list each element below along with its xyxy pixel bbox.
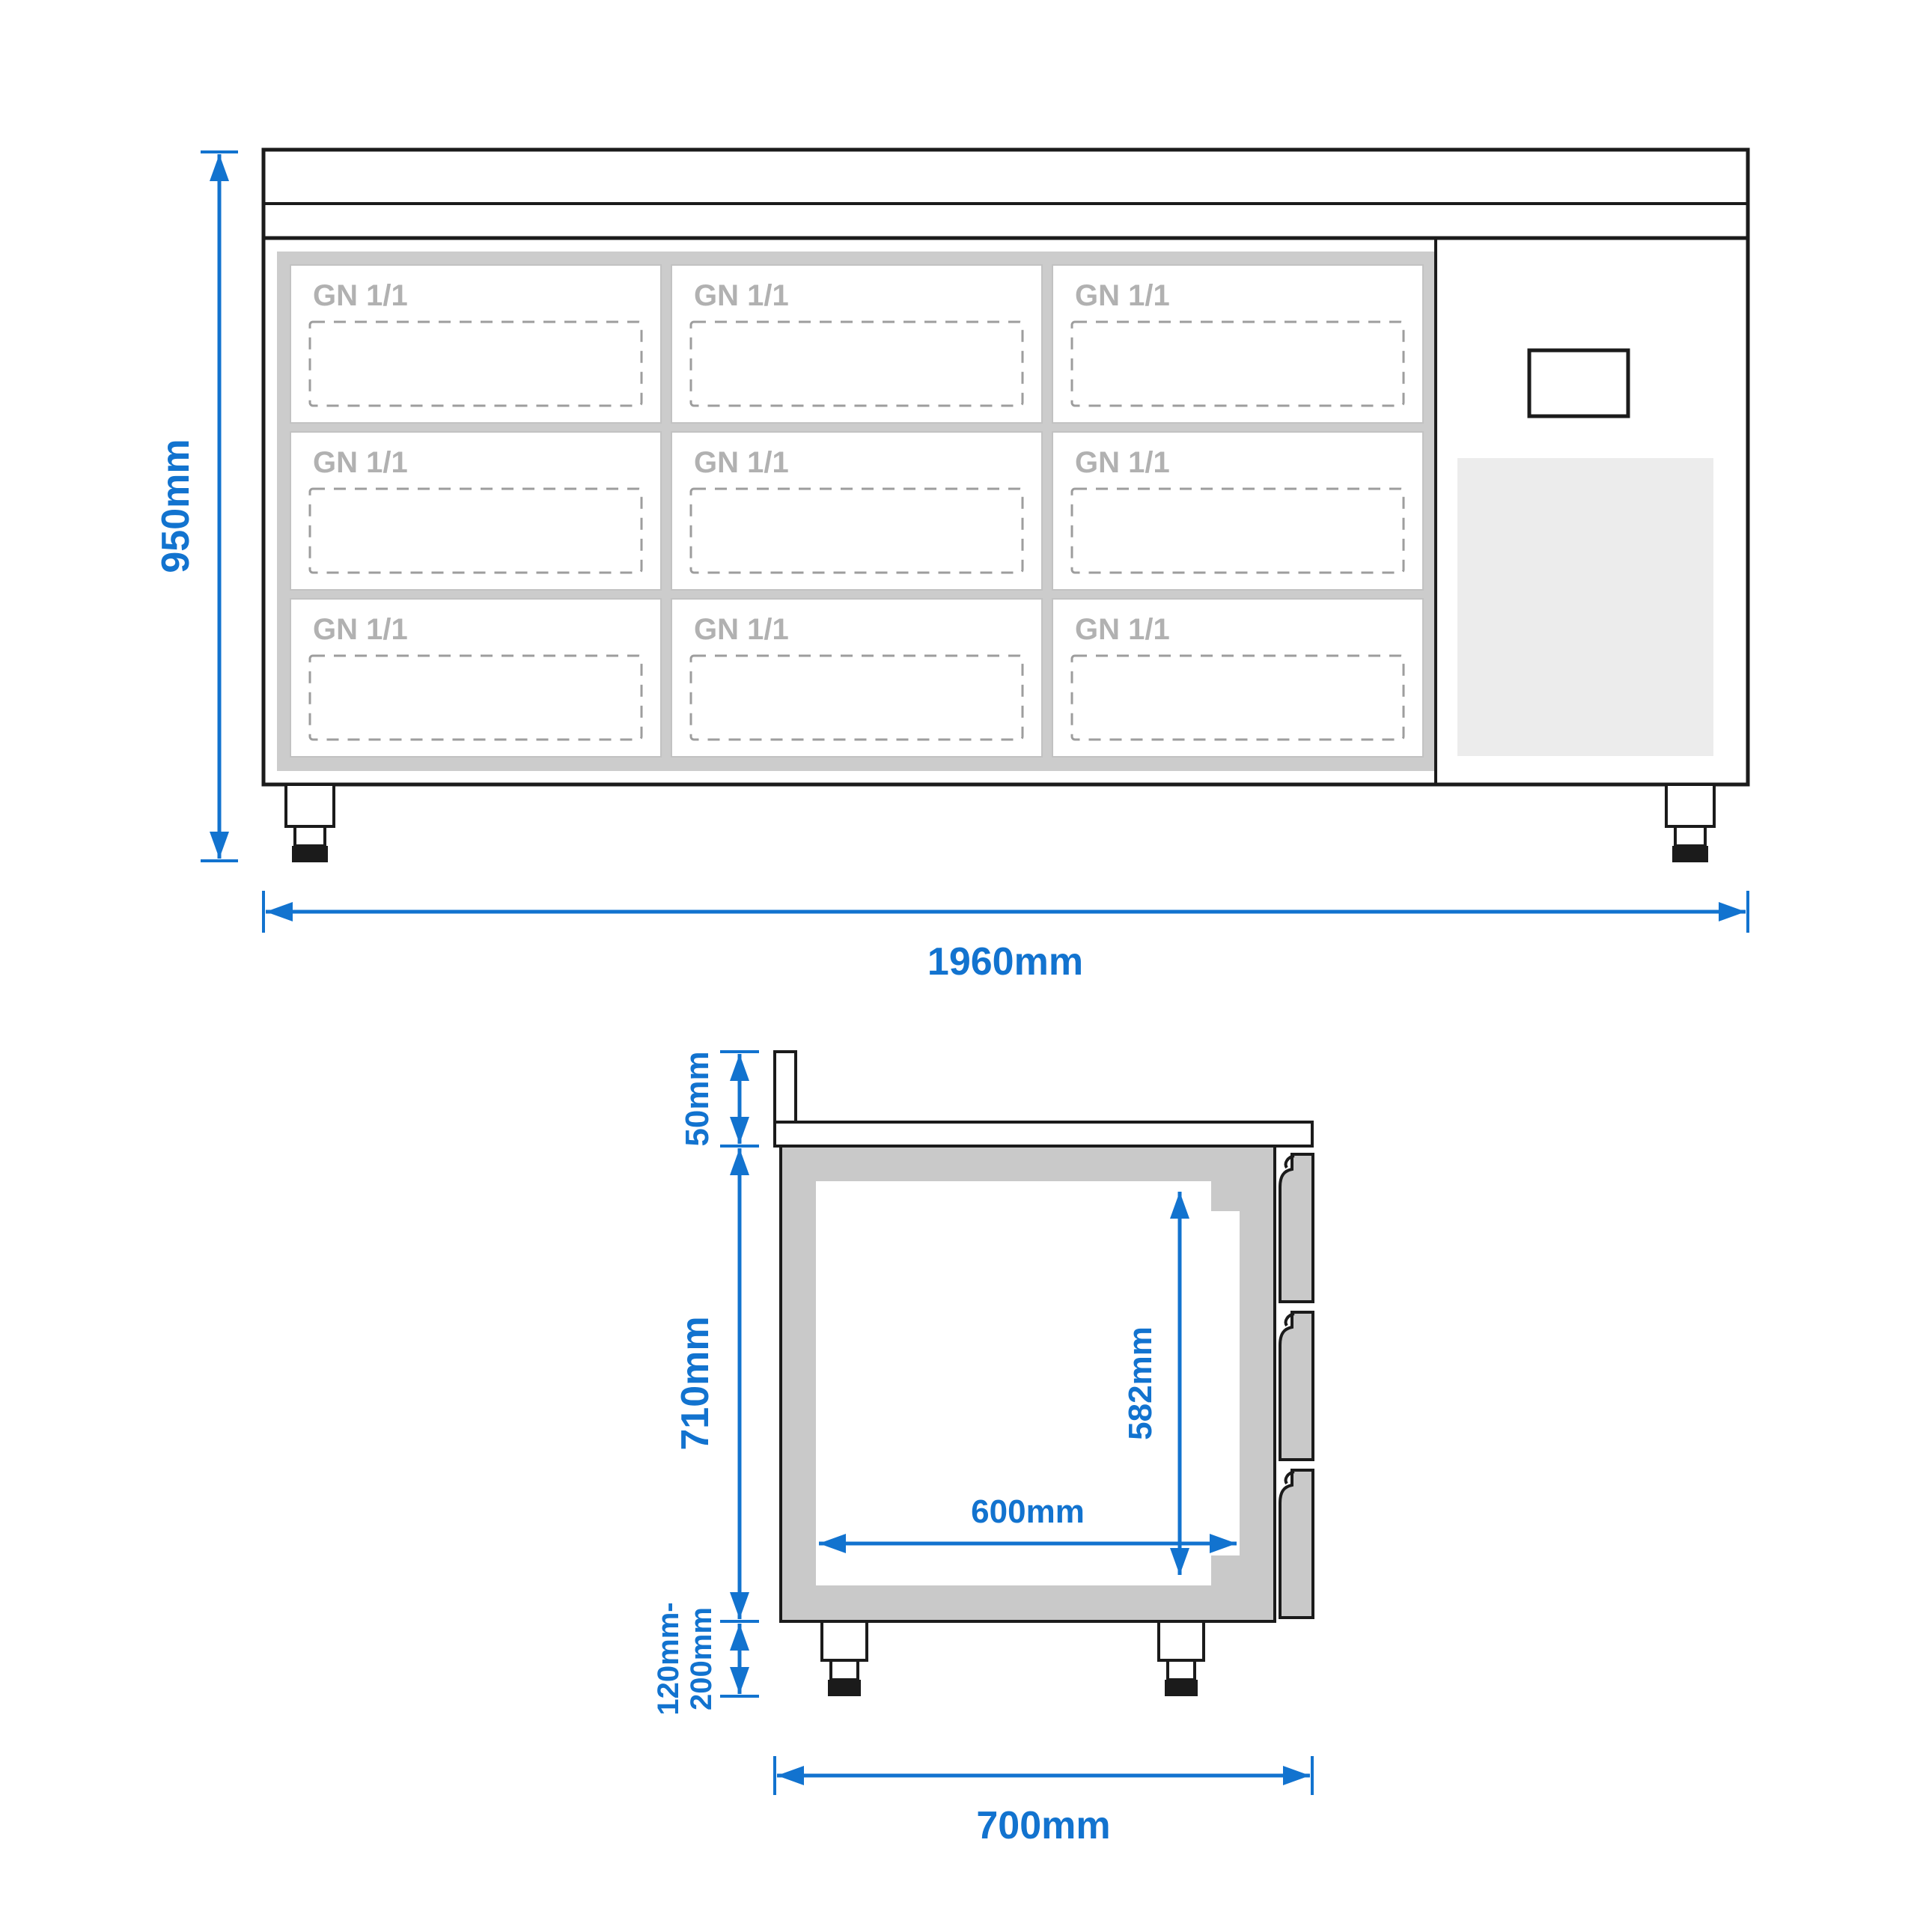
gn-size-label: GN 1/1 — [313, 446, 408, 479]
gn-size-label: GN 1/1 — [313, 279, 408, 312]
drawer-panel: GN 1/1 — [290, 431, 662, 591]
rail-step-bottom — [1211, 1555, 1240, 1585]
gn-pan-outline — [689, 320, 1024, 407]
gn-size-label: GN 1/1 — [694, 613, 789, 646]
foot-stem — [829, 1659, 859, 1681]
side-depth-dimension: 700mm — [773, 1756, 1314, 1847]
side-interior-width-dimension: 600mm — [819, 1493, 1237, 1553]
gn-pan-outline — [308, 487, 643, 574]
drawer-panel: GN 1/1 — [671, 598, 1043, 758]
drawer-face — [1052, 598, 1424, 758]
drawer-profile-2 — [1279, 1311, 1314, 1461]
side-worktop — [773, 1121, 1314, 1148]
gn-pan-outline — [1070, 320, 1405, 407]
side-left-foot — [820, 1620, 868, 1696]
gn-size-label: GN 1/1 — [1075, 446, 1170, 479]
drawer-panel: GN 1/1 — [1052, 431, 1424, 591]
drawer-face — [671, 431, 1043, 591]
drawer-panel: GN 1/1 — [290, 598, 662, 758]
dim-label-582: 582mm — [1122, 1326, 1159, 1440]
vent-panel — [1457, 458, 1713, 756]
dim-label-1960: 1960mm — [927, 940, 1083, 984]
upstand — [773, 1050, 797, 1124]
gn-pan-outline — [308, 320, 643, 407]
drawer-face — [290, 264, 662, 424]
drawer-panel: GN 1/1 — [290, 264, 662, 424]
gn-size-label: GN 1/1 — [1075, 279, 1170, 312]
foot-stem — [1166, 1659, 1196, 1681]
rail-step-top — [1211, 1181, 1240, 1211]
drawer-panel: GN 1/1 — [671, 431, 1043, 591]
gn-pan-outline — [689, 487, 1024, 574]
drawer-grip-1 — [1284, 1154, 1295, 1169]
drawer-face — [1052, 431, 1424, 591]
front-left-foot — [284, 783, 335, 862]
gn-size-label: GN 1/1 — [313, 613, 408, 646]
drawer-grip-2 — [1284, 1312, 1295, 1327]
drawer-grip-3 — [1284, 1470, 1295, 1485]
gn-pan-outline — [1070, 654, 1405, 741]
gn-pan-outline — [689, 654, 1024, 741]
drawer-face — [671, 598, 1043, 758]
drawer-face — [671, 264, 1043, 424]
side-interior — [816, 1181, 1240, 1585]
worktop — [261, 147, 1750, 240]
dim-label-feet-2: 200mm — [685, 1607, 718, 1710]
drawer-face — [290, 598, 662, 758]
gn-size-label: GN 1/1 — [694, 446, 789, 479]
side-feet-dimension: 120mm- 200mm — [652, 1602, 759, 1716]
front-height-dimension: 950mm — [154, 150, 238, 862]
drawer-profile-3 — [1279, 1469, 1314, 1619]
foot-base — [292, 846, 328, 862]
drawer-panel: GN 1/1 — [671, 264, 1043, 424]
dim-label-50: 50mm — [679, 1051, 716, 1146]
dim-label-feet-1: 120mm- — [652, 1602, 685, 1715]
dim-label-600: 600mm — [971, 1493, 1085, 1530]
gn-pan-outline — [1070, 487, 1405, 574]
dim-label-700: 700mm — [976, 1804, 1110, 1847]
drawer-profile-1 — [1279, 1153, 1314, 1303]
foot-upper — [1665, 783, 1716, 828]
foot-base — [828, 1680, 861, 1696]
control-display — [1527, 348, 1630, 418]
foot-upper — [1157, 1620, 1205, 1662]
gn-size-label: GN 1/1 — [694, 279, 789, 312]
side-interior-height-dimension: 582mm — [1122, 1192, 1189, 1575]
drawer-face — [1052, 264, 1424, 424]
drawer-face — [290, 431, 662, 591]
front-right-foot — [1665, 783, 1716, 862]
drawer-front-profiles — [1279, 1153, 1314, 1619]
foot-base — [1672, 846, 1708, 862]
dim-label-710: 710mm — [674, 1316, 717, 1450]
side-view: 50mm 710mm 120mm- 200mm 582mm 600mm — [652, 1050, 1314, 1847]
front-width-dimension: 1960mm — [262, 891, 1749, 984]
side-worktop-dimension: 50mm — [679, 1050, 759, 1148]
side-body-dimension: 710mm — [674, 1148, 759, 1623]
foot-stem — [293, 825, 326, 847]
dim-label-950: 950mm — [154, 439, 198, 573]
drawer-panel: GN 1/1 — [1052, 264, 1424, 424]
drawer-panel: GN 1/1 — [1052, 598, 1424, 758]
compressor-compartment — [1457, 348, 1713, 756]
side-right-foot — [1157, 1620, 1205, 1696]
gn-pan-outline — [308, 654, 643, 741]
foot-upper — [820, 1620, 868, 1662]
front-view: 950mm GN 1/1 GN 1/1 GN 1/1 GN 1/1 — [154, 147, 1750, 984]
gn-size-label: GN 1/1 — [1075, 613, 1170, 646]
foot-stem — [1674, 825, 1707, 847]
foot-upper — [284, 783, 335, 828]
foot-base — [1165, 1680, 1198, 1696]
